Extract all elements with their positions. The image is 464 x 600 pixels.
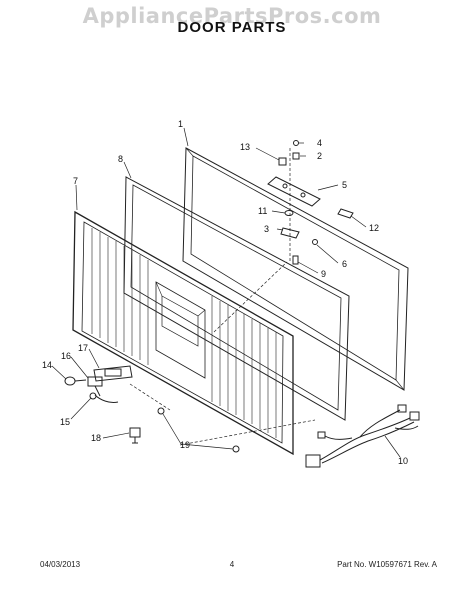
callout-2: 2 [317, 151, 322, 161]
callout-9: 9 [321, 269, 326, 279]
screw-part-4 [293, 140, 299, 146]
screw-part-2 [292, 152, 300, 160]
callout-18: 18 [91, 433, 101, 443]
callout-12: 12 [369, 223, 379, 233]
wire-part-15 [89, 392, 119, 403]
callout-10: 10 [398, 456, 408, 466]
footer-part-number: Part No. W10597671 Rev. A [337, 560, 437, 569]
callout-17: 17 [78, 343, 88, 353]
callout-14: 14 [42, 360, 52, 370]
door-panel-part-7 [72, 210, 294, 456]
callout-11: 11 [258, 206, 267, 216]
switch-part-16 [87, 376, 103, 397]
wire-harness-part-10 [305, 404, 420, 468]
page-title: DOOR PARTS [177, 19, 287, 36]
hinge-bracket-part-5 [267, 176, 321, 207]
socket-part-18 [129, 427, 141, 444]
screw-part-9 [292, 255, 299, 265]
callout-3: 3 [264, 224, 269, 234]
callout-1: 1 [178, 119, 183, 129]
screw-part-6 [312, 239, 318, 245]
callout-6: 6 [342, 259, 347, 269]
callout-19: 19 [180, 440, 190, 450]
callout-5: 5 [342, 180, 347, 190]
watermark-logo: AppliancePartsPros.com [82, 4, 382, 28]
callout-8: 8 [118, 154, 123, 164]
switch-housing-part-17 [93, 365, 133, 382]
door-liner-part-8 [123, 176, 350, 421]
bracket-part-3 [280, 227, 300, 239]
footer-date: 04/03/2013 [40, 560, 81, 569]
callout-7: 7 [73, 176, 78, 186]
callout-15: 15 [60, 417, 70, 427]
plug-part-12 [337, 208, 354, 219]
door-frame-part-1 [182, 147, 409, 391]
callout-4: 4 [317, 138, 322, 148]
callout-13: 13 [240, 142, 250, 152]
footer-page-number: 4 [229, 560, 235, 569]
callout-16: 16 [61, 351, 71, 361]
bushing-part-13 [278, 157, 287, 166]
spacer-part-11 [284, 210, 294, 216]
bulb-part-14 [64, 376, 87, 386]
